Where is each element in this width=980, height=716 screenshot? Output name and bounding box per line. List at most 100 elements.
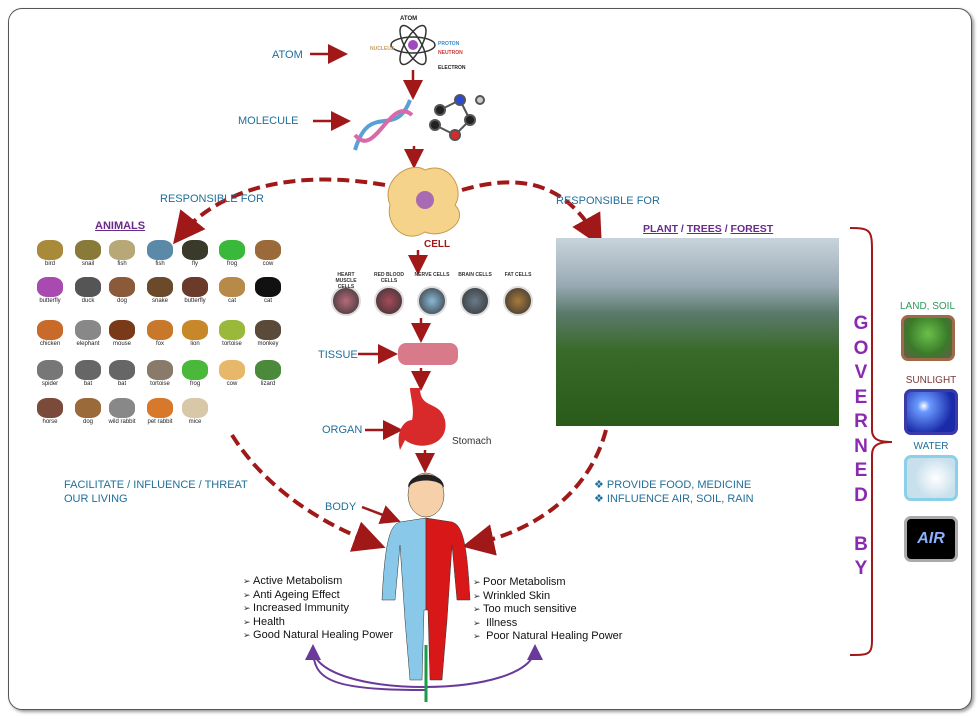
animal-icon (219, 360, 245, 380)
bad-effect-item: Poor Natural Healing Power (473, 630, 622, 644)
animal-label: tortoise (222, 341, 242, 347)
animal-label: bat (117, 381, 127, 387)
bad-effect-item: Illness (473, 617, 622, 631)
element-label: SUNLIGHT (905, 375, 957, 386)
animal-item: tortoise (215, 320, 249, 347)
animal-icon (182, 398, 208, 418)
animal-label: tortoise (150, 381, 170, 387)
animal-item: tortoise (143, 360, 177, 387)
animal-label: wild rabbit (108, 419, 136, 425)
cell-type-label: BRAIN CELLS (458, 272, 492, 278)
animal-item: pet rabbit (143, 398, 177, 425)
label-responsible-right: RESPONSIBLE FOR (556, 195, 660, 207)
animal-item: elephant (71, 320, 105, 347)
animal-label: fox (155, 341, 164, 347)
animal-item: fish (105, 240, 139, 267)
label-tissue: TISSUE (318, 349, 358, 361)
animal-icon (219, 277, 245, 297)
bad-effects-list: Poor MetabolismWrinkled SkinToo much sen… (473, 576, 622, 644)
plants-title: PLANT / TREES / FOREST (643, 223, 773, 235)
governed-letter: V (854, 362, 868, 383)
animal-label: butterfly (39, 298, 61, 304)
animal-label: dog (116, 298, 127, 304)
animals-title: ANIMALS (95, 220, 146, 232)
label-responsible-left: RESPONSIBLE FOR (160, 193, 264, 205)
animal-icon (147, 320, 173, 340)
plants-sep: / (678, 223, 687, 235)
animal-item: cow (215, 360, 249, 387)
animal-label: snail (81, 261, 95, 267)
plants-title-trees: TREES (686, 223, 722, 235)
governed-letter: Y (854, 558, 868, 579)
animal-label: pet rabbit (147, 419, 173, 425)
plants-title-forest: FOREST (730, 223, 774, 235)
water-icon (904, 455, 958, 501)
arrow-body (361, 505, 401, 524)
stomach-icon (398, 388, 446, 450)
governed-letter: G (853, 313, 869, 334)
animal-item: fly (178, 240, 212, 267)
animal-label: frog (226, 261, 238, 267)
curved-arrow-right (312, 644, 543, 688)
label-cell: CELL (424, 239, 451, 250)
animal-icon (219, 320, 245, 340)
label-organ: ORGAN (322, 424, 363, 436)
plant-effect: ❖ PROVIDE FOOD, MEDICINE❖ INFLUENCE AIR,… (594, 478, 754, 506)
animal-label: fish (155, 261, 165, 267)
molecule-icon (429, 94, 485, 141)
animal-icon (255, 240, 281, 260)
land-soil-icon (900, 315, 955, 361)
forest-image (556, 238, 839, 426)
animal-icon (182, 277, 208, 297)
animal-label: bat (83, 381, 93, 387)
atom-icon (390, 24, 436, 66)
animal-label: snake (151, 298, 168, 304)
animal-item: bat (71, 360, 105, 387)
governed-letter (851, 508, 871, 533)
animal-item: fox (143, 320, 177, 347)
animal-label: cat (227, 298, 236, 304)
plants-title-plant: PLANT (643, 223, 678, 235)
plant-effect-line: ❖ PROVIDE FOOD, MEDICINE (594, 479, 752, 491)
governed-letter: B (854, 533, 868, 555)
animal-item: spider (33, 360, 67, 387)
good-effect-item: Active Metabolism (243, 575, 393, 589)
animal-icon (147, 240, 173, 260)
animal-item: butterfly (178, 277, 212, 304)
animal-label: frog (189, 381, 201, 387)
animal-item: bird (33, 240, 67, 267)
animal-icon (109, 360, 135, 380)
label-atom: ATOM (272, 49, 303, 61)
animal-item: frog (178, 360, 212, 387)
label-body: BODY (325, 501, 357, 513)
cell-type-item: RED BLOOD CELLS (370, 272, 408, 316)
element-label: WATER (913, 441, 949, 452)
animal-effect-line: FACILITATE / INFLUENCE / THREAT (64, 479, 248, 491)
cell-type-label: RED BLOOD CELLS (374, 272, 404, 284)
animal-label: duck (81, 298, 95, 304)
animal-label: mouse (112, 341, 131, 347)
element-label: LAND, SOIL (900, 301, 956, 312)
animal-item: bat (105, 360, 139, 387)
atom-label-neutron: NEUTRON (438, 50, 463, 56)
atom-label-proton: PROTON (438, 41, 460, 47)
bad-effect-item: Too much sensitive (473, 603, 622, 617)
animal-icon (182, 320, 208, 340)
element-sunlight: SUNLIGHT (904, 375, 958, 435)
animal-label: mice (188, 419, 202, 425)
animal-item: snail (71, 240, 105, 267)
cell-type-label: FAT CELLS (504, 272, 532, 278)
animal-item: snake (143, 277, 177, 304)
dashed-arrow-plants-body (462, 429, 608, 556)
animal-icon (75, 320, 101, 340)
animal-label: dog (82, 419, 93, 425)
human-body-figure (381, 472, 471, 681)
element-air: AIR (904, 513, 958, 562)
animal-item: cat (251, 277, 285, 304)
dashed-arrow-cell-plants (461, 180, 602, 247)
animal-item: chicken (33, 320, 67, 347)
animal-icon (255, 277, 281, 297)
cell-type-icon (374, 286, 404, 316)
